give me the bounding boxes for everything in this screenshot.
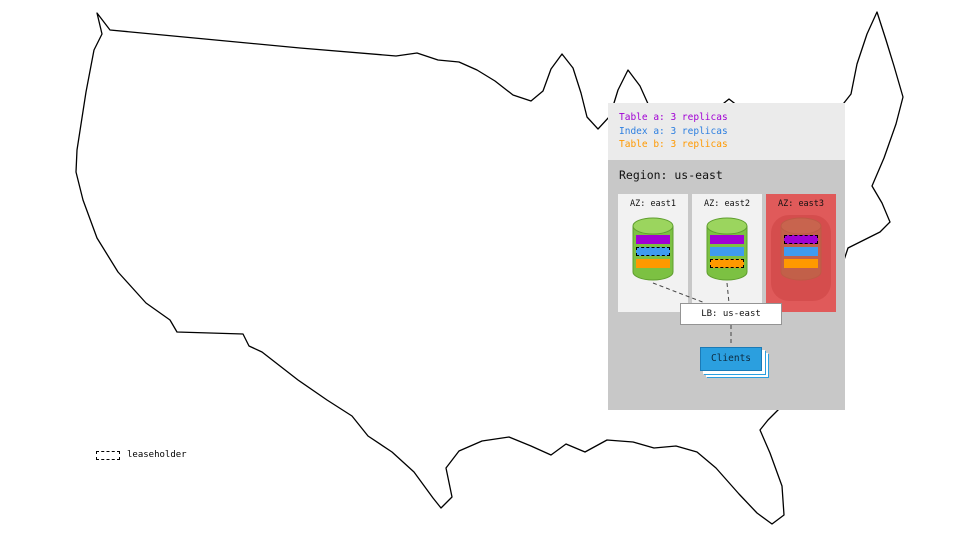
replica-bar-table-b <box>710 259 744 268</box>
zone-east2-label: AZ: east2 <box>703 199 751 209</box>
zone-east3-label: AZ: east3 <box>777 199 825 209</box>
region-title: Region: us-east <box>619 168 723 182</box>
replica-bar-table-a <box>710 235 744 244</box>
leaseholder-swatch-icon <box>96 450 120 460</box>
leaseholder-legend: leaseholder <box>96 450 187 460</box>
region-panel: Region: us-east AZ: east1 AZ: east2 <box>608 160 845 410</box>
replica-legend-panel: Table a: 3 replicas Index a: 3 replicas … <box>608 103 845 160</box>
legend-table-a: Table a: 3 replicas <box>619 112 728 123</box>
zone-east2: AZ: east2 <box>692 194 762 312</box>
replica-bar-table-a <box>636 235 670 244</box>
replica-bar-index-a <box>636 247 670 256</box>
clients-box: Clients <box>700 347 762 371</box>
topology-diagram: Table a: 3 replicas Index a: 3 replicas … <box>608 103 845 410</box>
leaseholder-label: leaseholder <box>127 450 187 460</box>
database-node-east1 <box>630 217 676 283</box>
load-balancer-box: LB: us-east <box>680 303 782 325</box>
zone-east3: AZ: east3 <box>766 194 836 312</box>
replica-bar-table-a <box>784 235 818 244</box>
replica-bar-index-a <box>710 247 744 256</box>
replica-bar-index-a <box>784 247 818 256</box>
database-node-east2 <box>704 217 750 283</box>
zone-east1: AZ: east1 <box>618 194 688 312</box>
replica-bar-table-b <box>784 259 818 268</box>
replica-bar-table-b <box>636 259 670 268</box>
legend-index-a: Index a: 3 replicas <box>619 125 728 137</box>
zone-east1-label: AZ: east1 <box>629 199 677 209</box>
legend-table-b: Table b: 3 replicas <box>619 139 728 150</box>
zone-down-overlay <box>771 215 831 301</box>
